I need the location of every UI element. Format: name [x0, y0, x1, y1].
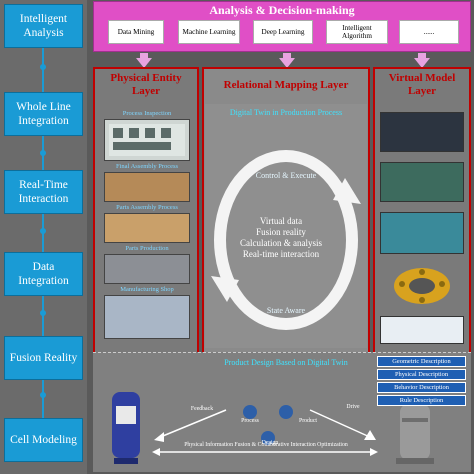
virtual-layer-title: Virtual Model Layer	[388, 72, 456, 97]
actor-label: Product	[298, 418, 318, 424]
state-aware-label: State Aware	[266, 306, 306, 315]
machine-panel-icon	[109, 124, 185, 156]
physical-caption: Manufacturing Shop	[120, 286, 174, 293]
design-interaction-diagram	[152, 405, 378, 456]
physical-layer-title: Physical Entity Layer	[110, 72, 182, 97]
cycle-line: Real-time interaction	[242, 249, 320, 259]
physical-caption: Process Inspection	[122, 110, 172, 117]
feedback-label: Feedback	[190, 406, 214, 412]
stage-connector-dot	[40, 150, 46, 156]
stage-connector-dot	[40, 64, 46, 70]
twin-cycle-arrows	[211, 150, 361, 330]
cycle-line: Fusion reality	[256, 227, 306, 237]
physical-caption: Parts Production	[125, 245, 169, 252]
flange-part-icon	[394, 268, 450, 304]
physical-caption: Final Assembly Process	[115, 163, 179, 170]
virtual-line-model-image	[380, 112, 464, 152]
virtual-conveyor-image	[380, 162, 464, 202]
stage-data-integration: Data Integration	[4, 252, 83, 296]
stage-cell-modeling: Cell Modeling	[4, 418, 83, 462]
down-arrow-stem	[283, 53, 291, 59]
stage-intelligent-analysis: Intelligent Analysis	[4, 4, 83, 48]
cycle-line: Calculation & analysis	[240, 238, 322, 248]
tool-more: ......	[399, 20, 459, 44]
parts-production-image	[104, 254, 190, 284]
actor-label: Process	[241, 418, 259, 424]
analysis-title: Analysis & Decision-making	[209, 3, 355, 17]
stage-connector-dot	[40, 228, 46, 234]
stage-real-time-interaction: Real-Time Interaction	[4, 170, 83, 214]
drive-label: Drive	[346, 404, 360, 410]
product-design-title: Product Design Based on Digital Twin	[224, 358, 348, 367]
bottom-flow-label: Physical Information Fusion & Collaborat…	[184, 442, 348, 448]
physical-description: Physical Description	[377, 369, 466, 380]
virtual-platform-image	[380, 212, 464, 254]
process-inspection-image	[104, 119, 190, 161]
tool-intelligent-algorithm: Intelligent Algorithm	[326, 20, 388, 44]
down-arrow	[414, 58, 430, 68]
tool-data-mining: Data Mining	[108, 20, 164, 44]
manufacturing-shop-image	[104, 295, 190, 339]
control-execute-label: Control & Execute	[255, 171, 317, 180]
down-arrow	[279, 58, 295, 68]
rule-description: Rule Description	[377, 395, 466, 406]
twin-process-box	[205, 104, 367, 348]
actor-label: Design	[261, 440, 279, 446]
parts-assembly-image	[104, 213, 190, 243]
stage-connector-dot	[40, 392, 46, 398]
virtual-layout-image	[380, 316, 464, 344]
down-arrow-stem	[140, 53, 148, 59]
down-arrow	[136, 58, 152, 68]
behavior-description: Behavior Description	[377, 382, 466, 393]
stage-whole-line-integration: Whole Line Integration	[4, 92, 83, 136]
compressor-image	[112, 392, 140, 464]
relational-layer-title: Relational Mapping Layer	[223, 78, 349, 91]
geometric-description: Geometric Description	[377, 356, 466, 367]
stage-connector-dot	[40, 310, 46, 316]
tool-machine-learning: Machine Learning	[178, 20, 240, 44]
cycle-line: Virtual data	[259, 216, 303, 226]
twin-process-title: Digital Twin in Production Process	[229, 108, 343, 117]
physical-caption: Parts Assembly Process	[116, 204, 178, 211]
stage-connector-line	[42, 46, 44, 436]
down-arrow-stem	[418, 53, 426, 59]
tool-deep-learning: Deep Learning	[253, 20, 313, 44]
stage-fusion-reality: Fusion Reality	[4, 336, 83, 380]
final-assembly-image	[104, 172, 190, 202]
virtual-compressor-image	[396, 404, 434, 464]
